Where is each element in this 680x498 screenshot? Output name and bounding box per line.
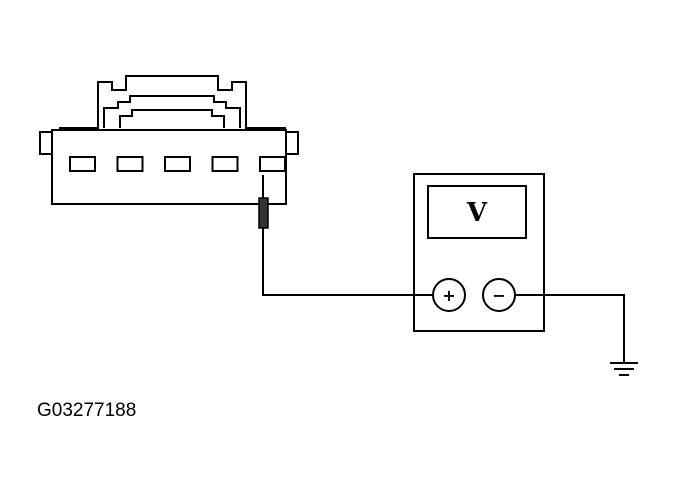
ground-wire [515, 294, 625, 362]
figure-id-label: G03277188 [37, 400, 137, 421]
connector-pins [69, 156, 286, 172]
connector-pin-1 [69, 156, 96, 172]
positive-terminal [432, 278, 466, 312]
positive-terminal-label: + [442, 286, 455, 305]
probe-tip [258, 175, 269, 229]
connector-pin-4 [211, 156, 239, 172]
connector-latch-inner [103, 95, 241, 128]
voltmeter-case [413, 173, 545, 332]
negative-terminal-label: − [492, 286, 505, 305]
electrical-connector [39, 75, 299, 205]
connector-ear-left [39, 131, 53, 155]
connector-latch [59, 75, 286, 130]
ground-symbol-icon [610, 362, 638, 376]
connector-pin-5 [259, 156, 286, 172]
connector-pin-2 [116, 156, 144, 172]
connector-latch-detail [119, 109, 225, 128]
voltmeter-display [427, 185, 527, 239]
connector-pin-3 [164, 156, 191, 172]
connector-body [51, 129, 287, 205]
connector-ear-right [285, 131, 299, 155]
voltmeter-display-label: V [466, 198, 488, 228]
probe-wire [262, 226, 432, 296]
